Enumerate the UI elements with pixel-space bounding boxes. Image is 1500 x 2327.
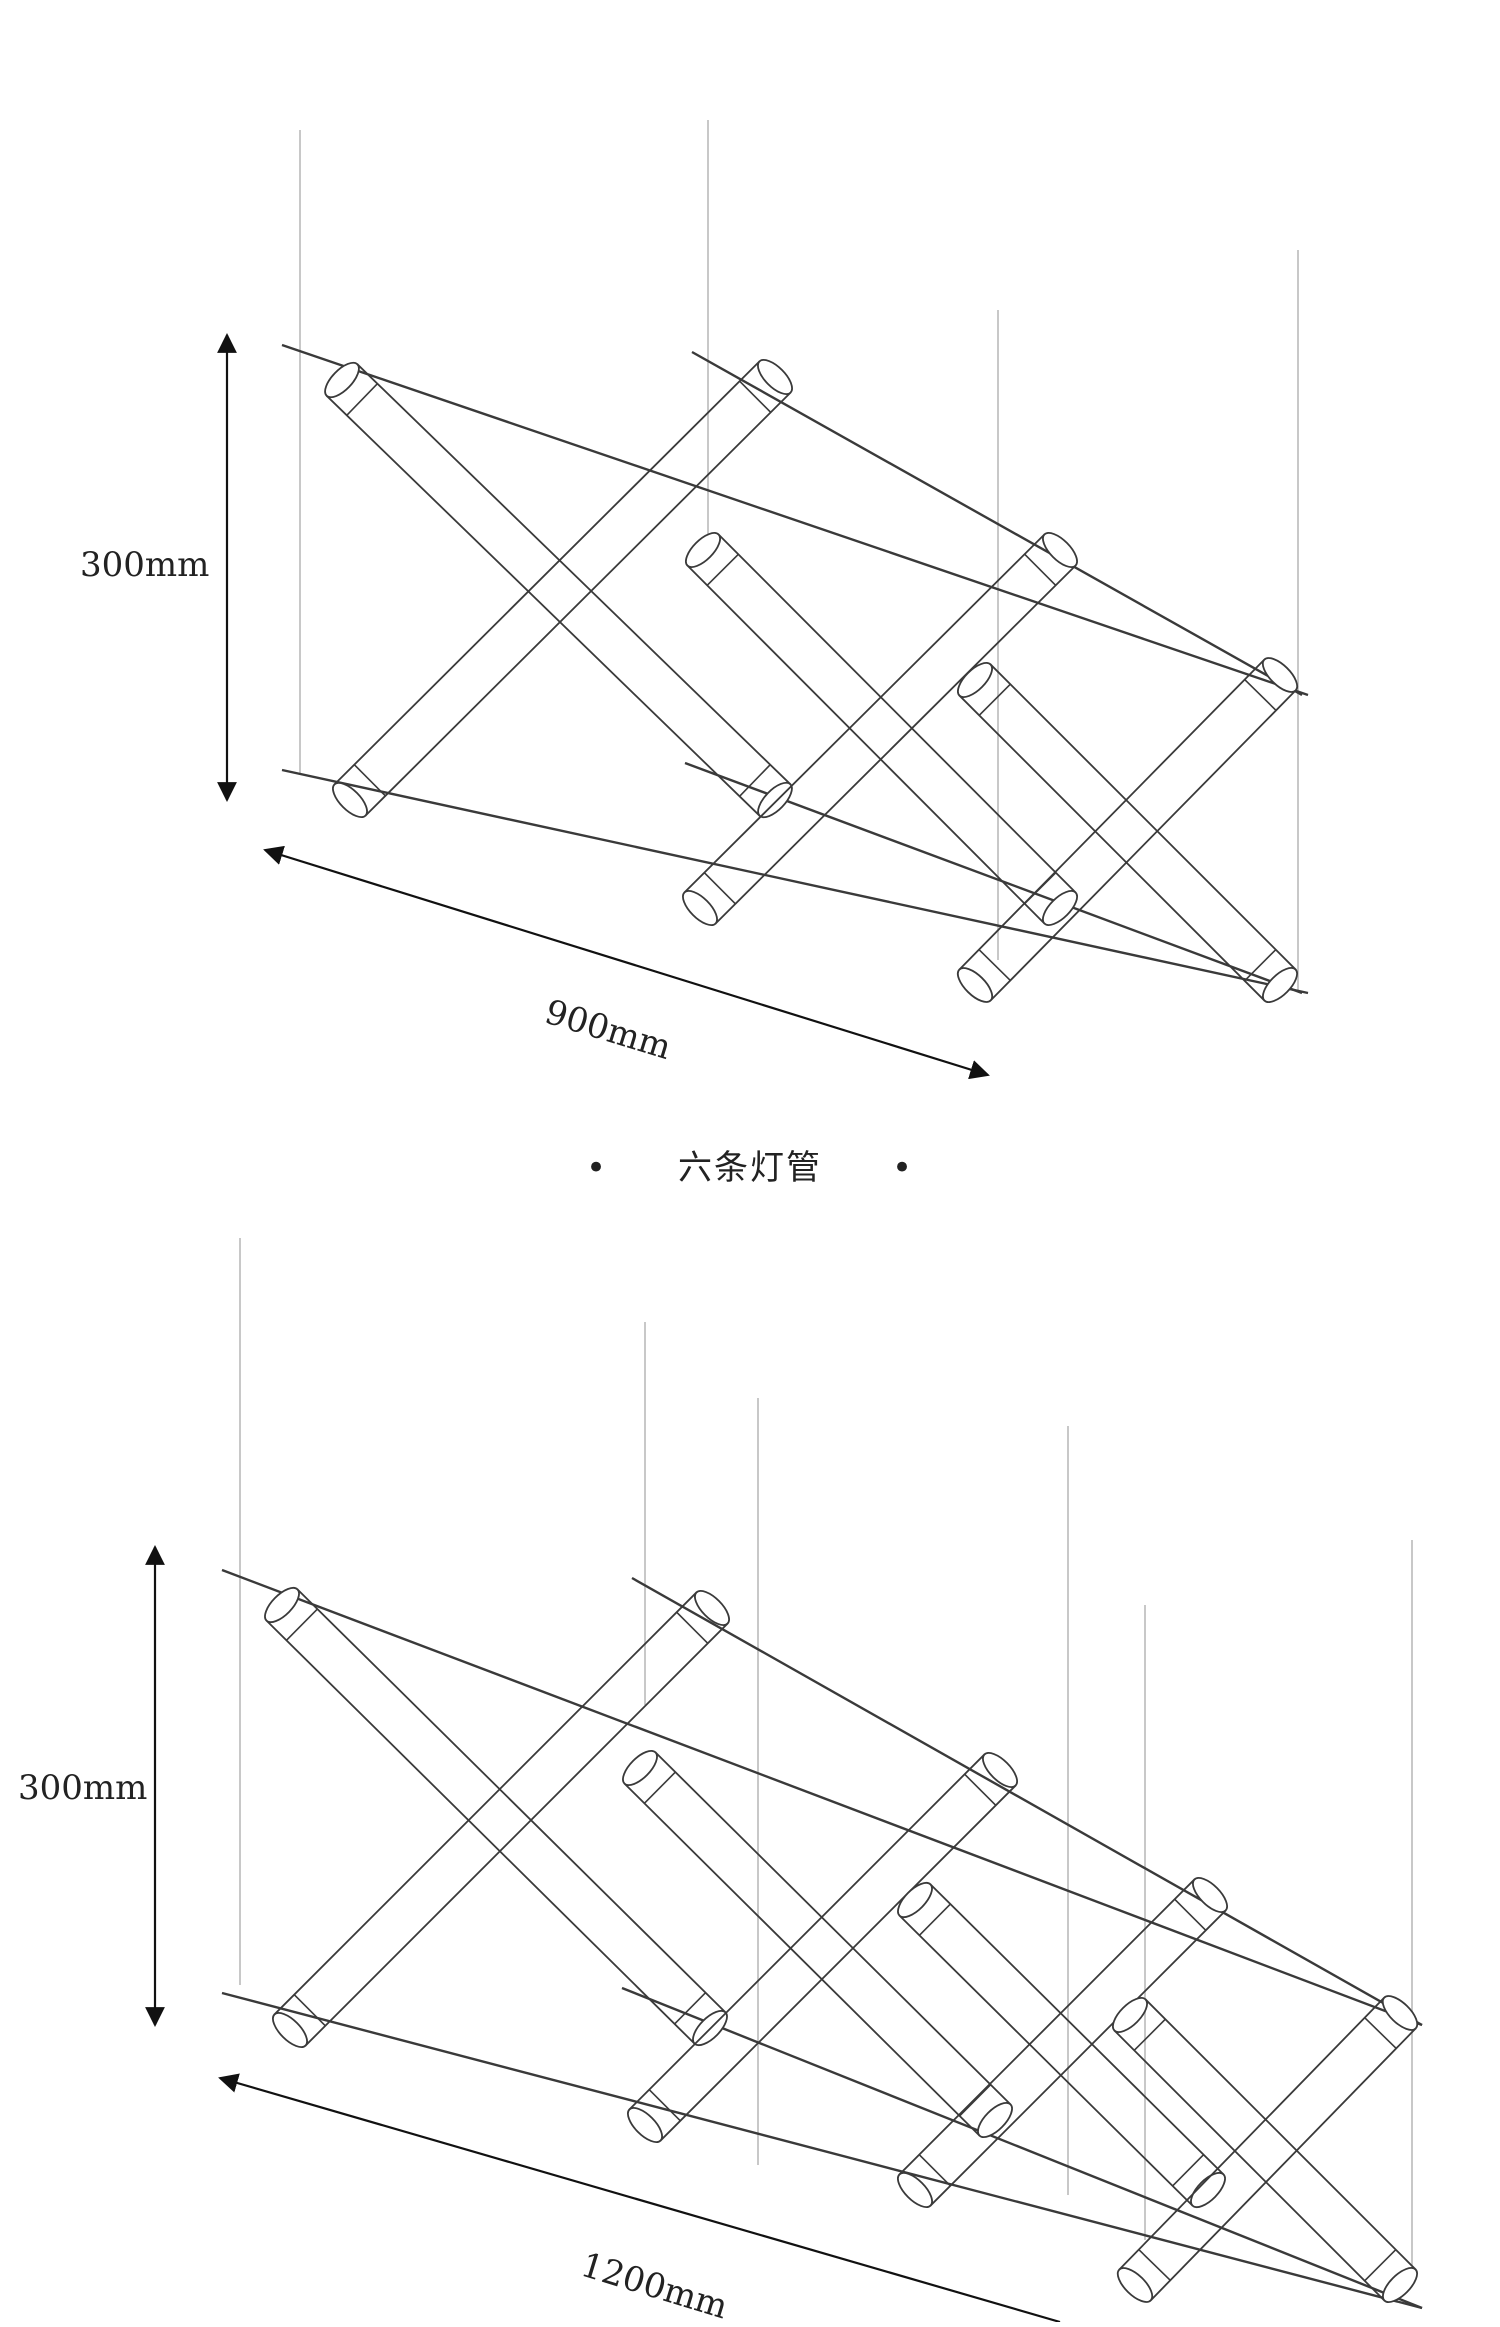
light-tube [622,1749,1013,2139]
caption-bullet-left: • [585,1148,608,1188]
bottom-height-label: 300mm [18,1768,148,1808]
light-tube [1112,1997,1418,2303]
suspension-wires [239,1238,1413,2265]
caption-text: 六条灯管 [678,1148,822,1188]
light-tubes [264,1586,1419,2303]
light-tube [957,662,1298,1003]
light-tube [1116,1995,1419,2303]
caption-bullet-right: • [892,1148,915,1188]
structure-rails [221,1568,1423,2310]
light-tube [264,1586,728,2047]
light-tube [332,359,793,818]
light-tube [324,361,793,819]
suspension-wires [299,120,1299,990]
light-tube [272,1590,730,2048]
light-tube [897,1881,1226,2209]
top-height-label: 300mm [80,545,210,585]
caption: • 六条灯管 • [0,1140,1500,1189]
width-dimension-arrow [263,845,990,1080]
light-tube [627,1752,1018,2143]
light-tube [897,1877,1228,2208]
structure-rails [281,343,1309,995]
light-tubes [324,359,1299,1003]
top-diagram [217,120,1309,1080]
bottom-diagram [145,1238,1423,2322]
width-dimension-arrow [218,2073,1061,2322]
